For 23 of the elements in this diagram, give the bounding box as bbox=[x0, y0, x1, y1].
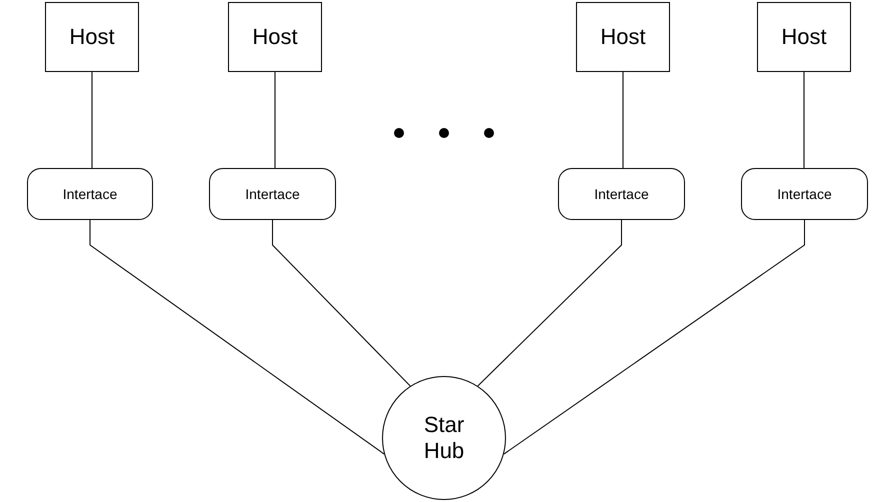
host-box bbox=[576, 2, 670, 72]
node-label: Host bbox=[252, 24, 298, 50]
host-box bbox=[757, 2, 851, 72]
connector-line bbox=[90, 220, 385, 455]
node-label: Host bbox=[781, 24, 827, 50]
host-box bbox=[228, 2, 322, 72]
interface-box bbox=[558, 168, 685, 220]
node-label: Host bbox=[69, 24, 115, 50]
node-label: Host bbox=[600, 24, 646, 50]
node-label: Star Hub bbox=[422, 412, 466, 464]
interface-box bbox=[27, 168, 153, 220]
connector-line bbox=[272, 220, 411, 386]
connector-line bbox=[622, 72, 624, 168]
connector-line bbox=[477, 220, 622, 386]
node-label: Intertace bbox=[777, 186, 832, 202]
host-box bbox=[45, 2, 139, 72]
node-label: Intertace bbox=[594, 186, 649, 202]
node-label: Intertace bbox=[245, 186, 300, 202]
connector-line bbox=[274, 72, 276, 168]
connector-line bbox=[503, 220, 805, 455]
node-label: Intertace bbox=[62, 186, 118, 202]
interface-box bbox=[209, 168, 336, 220]
interface-box bbox=[741, 168, 868, 220]
